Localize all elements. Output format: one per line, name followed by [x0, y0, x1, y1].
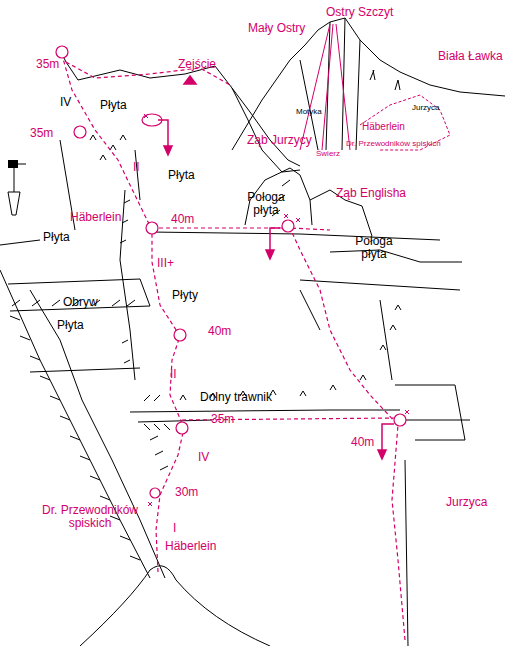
rock-label: Płyta: [57, 319, 84, 332]
belay-station: [174, 329, 186, 341]
rock-label: Połoga płyta: [346, 235, 402, 261]
route-label: 35m: [36, 58, 59, 71]
route-label: II: [133, 161, 140, 174]
route-label: 35m: [30, 127, 53, 140]
route-label: Dr. Przewodników spiskich: [20, 504, 160, 530]
rock-label: Obryw: [63, 296, 98, 309]
route-label: Zejście: [178, 58, 216, 71]
route-label: Biała Ławka: [438, 50, 503, 63]
belay-station: [56, 46, 68, 58]
route-label: Häberlein: [362, 121, 405, 132]
inset-route: [300, 24, 350, 150]
belay-station: [150, 488, 160, 498]
rock-label: Motyka: [296, 108, 322, 117]
descent-marker: [184, 76, 196, 84]
route-label: I: [173, 522, 176, 535]
inset-sketch: [232, 18, 505, 150]
rock-label: Płyta: [43, 231, 70, 244]
route-label: 40m: [171, 213, 194, 226]
route-label: Mały Ostry: [248, 22, 305, 35]
belay-station: [282, 220, 294, 232]
route-label: Häberlein: [165, 540, 216, 553]
rock-label: Jurzyca: [412, 104, 440, 113]
route-label: III+: [157, 257, 174, 270]
rappel-arrow: [378, 450, 386, 459]
belay-station: [74, 126, 86, 138]
traverse-line: [152, 228, 395, 420]
route-label: II: [170, 368, 177, 381]
route-label: IV: [198, 451, 209, 464]
rock-label: IV: [60, 96, 71, 109]
inset-mountain: [232, 18, 505, 150]
route-label: Ząb Jurzycy: [247, 134, 312, 147]
summit-ridge: [60, 50, 300, 172]
rappel-arrow: [164, 146, 172, 155]
belay-station: [146, 222, 158, 234]
rock-label: Dolny trawnik: [200, 391, 320, 404]
route-line: [290, 228, 405, 640]
route-label: Häberlein: [70, 211, 121, 224]
rock-outline: [0, 50, 470, 646]
route-label: Ząb Englisha: [336, 187, 406, 200]
belay-station: [176, 422, 188, 434]
rappel-arrow: [158, 120, 168, 148]
rock-label: Połoga płyta: [238, 191, 294, 217]
belay-station: [56, 46, 406, 498]
ground: [80, 566, 270, 646]
left-cracks: [0, 140, 165, 578]
route-label: 40m: [208, 325, 231, 338]
route-label: Ostry Szczyt: [326, 6, 393, 19]
route-label: 30m: [175, 486, 198, 499]
rock-label: Płyta: [100, 99, 127, 112]
route-label: 35m: [211, 413, 234, 426]
route-line: [62, 55, 184, 572]
rock-label: Płyta: [168, 169, 195, 182]
rappel-arrow: [270, 228, 280, 252]
route-label: Dr. Przewodników spiskich: [346, 140, 441, 149]
grass-tufts: [90, 135, 401, 400]
ledge-symbol: [8, 164, 26, 215]
route-label: 40m: [351, 436, 374, 449]
rock-label: Płyty: [172, 289, 198, 302]
route-label: Świerz: [316, 150, 340, 159]
rappel-arrow: [382, 424, 394, 452]
route-label: Jurzyca: [446, 496, 487, 509]
rappel-arrow: [266, 250, 274, 259]
ledge-symbol: [8, 160, 18, 168]
right-block: [300, 290, 470, 646]
ledges: [130, 232, 462, 422]
ledge-symbol: [8, 160, 26, 215]
bolt-mark: [144, 114, 409, 506]
rock-hatching: [10, 180, 290, 560]
belay-station: [394, 414, 406, 426]
